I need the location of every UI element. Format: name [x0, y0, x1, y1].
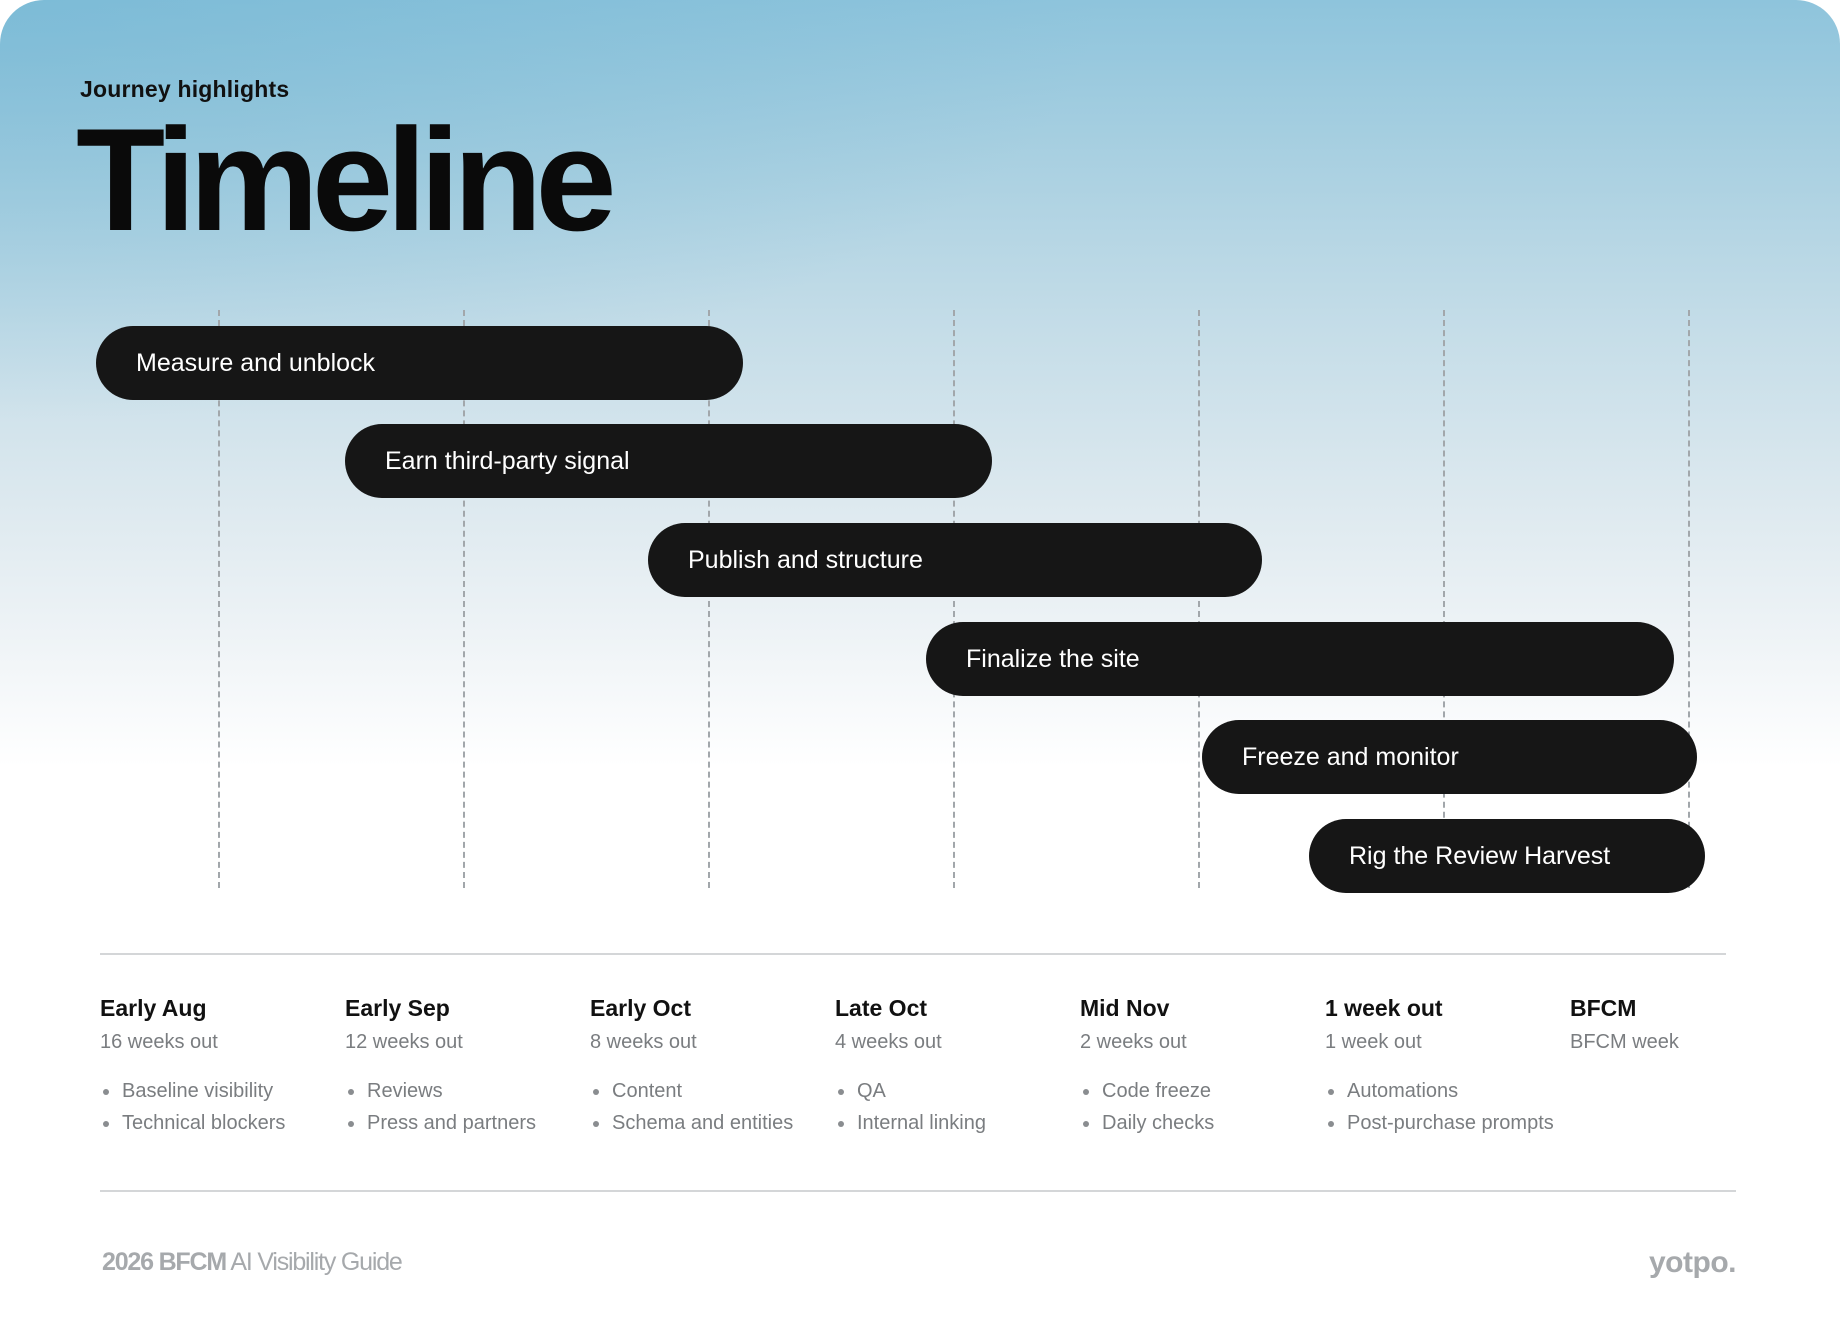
- milestone-item: Post-purchase prompts: [1325, 1107, 1565, 1139]
- milestone-item: Baseline visibility: [100, 1075, 340, 1107]
- milestone-1-week-out: 1 week out 1 week out Automations Post-p…: [1325, 993, 1565, 1139]
- milestone-item: Internal linking: [835, 1107, 1075, 1139]
- milestone-early-sep: Early Sep 12 weeks out Reviews Press and…: [345, 993, 585, 1139]
- guide-year: 2026: [102, 1248, 154, 1276]
- phase-bar-earn-signal: Earn third-party signal: [345, 424, 992, 498]
- milestone-bfcm: BFCM BFCM week: [1570, 993, 1810, 1055]
- milestone-item: Code freeze: [1080, 1075, 1320, 1107]
- phase-bar-freeze: Freeze and monitor: [1202, 720, 1697, 794]
- milestone-title: Early Sep: [345, 995, 450, 1021]
- phase-bar-finalize: Finalize the site: [926, 622, 1674, 696]
- week-gridline: [1688, 310, 1690, 888]
- milestone-item: Daily checks: [1080, 1107, 1320, 1139]
- milestone-title: Late Oct: [835, 995, 928, 1021]
- milestone-subtitle: 2 weeks out: [1080, 1031, 1187, 1053]
- milestone-subtitle: 4 weeks out: [835, 1031, 942, 1053]
- milestone-title: Early Aug: [100, 995, 207, 1021]
- milestone-item: Automations: [1325, 1075, 1565, 1107]
- eyebrow-label: Journey highlights: [80, 76, 290, 102]
- milestone-subtitle: 16 weeks out: [100, 1031, 218, 1053]
- yotpo-logo: yotpo.: [1649, 1246, 1737, 1279]
- phase-bar-review-harvest: Rig the Review Harvest: [1309, 819, 1705, 893]
- milestone-item: Schema and entities: [590, 1107, 830, 1139]
- week-gridline: [218, 310, 220, 888]
- milestone-title: 1 week out: [1325, 995, 1443, 1021]
- milestone-mid-nov: Mid Nov 2 weeks out Code freeze Daily ch…: [1080, 993, 1320, 1139]
- milestone-early-oct: Early Oct 8 weeks out Content Schema and…: [590, 993, 830, 1139]
- week-gridline: [953, 310, 955, 888]
- milestone-item: QA: [835, 1075, 1075, 1107]
- guide-name: AI Visibility Guide: [230, 1248, 402, 1276]
- milestone-title: Early Oct: [590, 995, 691, 1021]
- milestone-item: Reviews: [345, 1075, 585, 1107]
- phase-bar-measure: Measure and unblock: [96, 326, 743, 400]
- milestone-item: Press and partners: [345, 1107, 585, 1139]
- milestone-subtitle: 12 weeks out: [345, 1031, 463, 1053]
- divider-top: [100, 953, 1726, 955]
- guide-title: 2026 BFCM AI Visibility Guide: [102, 1248, 403, 1277]
- milestone-subtitle: 1 week out: [1325, 1031, 1422, 1053]
- week-gridline: [708, 310, 710, 888]
- week-gridline: [463, 310, 465, 888]
- milestone-title: BFCM: [1570, 995, 1637, 1021]
- milestone-subtitle: 8 weeks out: [590, 1031, 697, 1053]
- divider-bottom: [100, 1190, 1736, 1192]
- guide-event: BFCM: [158, 1248, 228, 1276]
- milestone-late-oct: Late Oct 4 weeks out QA Internal linking: [835, 993, 1075, 1139]
- phase-bar-publish: Publish and structure: [648, 523, 1262, 597]
- milestone-subtitle: BFCM week: [1570, 1031, 1679, 1053]
- page-title: Timeline: [76, 98, 617, 261]
- milestone-title: Mid Nov: [1080, 995, 1170, 1021]
- milestone-item: Technical blockers: [100, 1107, 340, 1139]
- milestone-item: Content: [590, 1075, 830, 1107]
- week-gridline: [1443, 310, 1445, 888]
- milestone-early-aug: Early Aug 16 weeks out Baseline visibili…: [100, 993, 340, 1139]
- week-gridline: [1198, 310, 1200, 888]
